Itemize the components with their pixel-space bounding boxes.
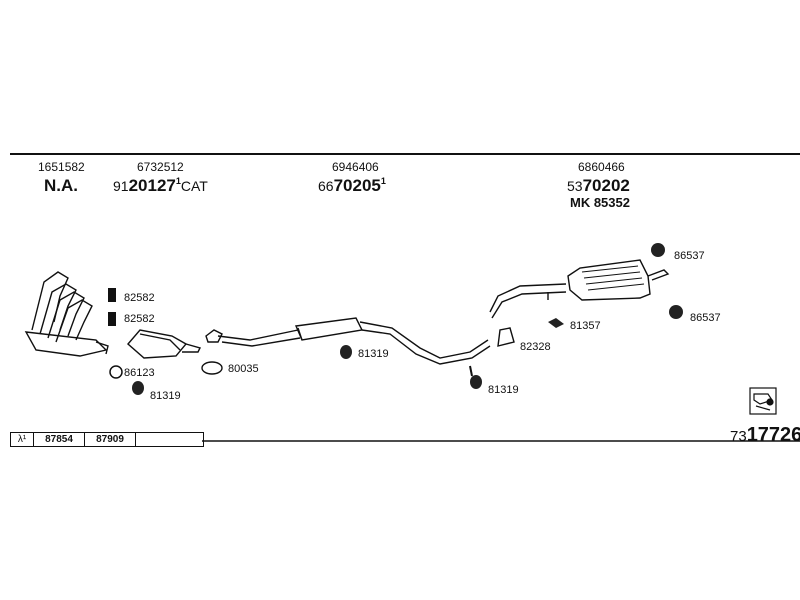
lambda-cell-2: 87909 — [85, 433, 136, 446]
catalytic-converter — [127, 329, 202, 359]
lambda-cell-1: 87854 — [34, 433, 85, 446]
middle-pipe — [205, 329, 301, 347]
hanger-middle-shape — [340, 345, 352, 359]
rubber-bottom-shape — [669, 305, 683, 319]
part-number-1: 1651582 — [38, 160, 85, 174]
part-code-1: N.A. — [44, 176, 78, 195]
hanger-right-shape — [470, 375, 482, 389]
gasket-upper-shape — [108, 288, 116, 302]
callout-hanger-right: 81319 — [488, 384, 519, 396]
clamp-shape — [497, 327, 515, 347]
callout-rubber-bottom: 86537 — [690, 312, 721, 324]
lambda-table: λ¹ 87854 87909 — [10, 432, 204, 447]
flange-gasket-shape — [201, 361, 223, 375]
hanger-left-shape — [132, 381, 144, 395]
callout-ring: 86123 — [124, 367, 155, 379]
part-code-4: 5370202 — [567, 176, 630, 195]
callout-gasket-upper: 82582 — [124, 292, 155, 304]
gasket-lower-shape — [108, 312, 116, 326]
bracket-shape — [548, 318, 564, 328]
lambda-symbol: λ¹ — [11, 433, 34, 446]
lambda-cell-3 — [136, 433, 203, 446]
callout-flange-gasket: 80035 — [228, 363, 259, 375]
callout-hanger-left: 81319 — [150, 390, 181, 402]
part-number-3: 6946406 — [332, 160, 379, 174]
callout-gasket-lower: 82582 — [124, 313, 155, 325]
callout-clamp: 82328 — [520, 341, 551, 353]
rear-pipe — [359, 321, 491, 365]
mounting-kit-label: MK 85352 — [570, 195, 630, 210]
callout-hanger-middle: 81319 — [358, 348, 389, 360]
center-muffler — [294, 317, 364, 341]
part-number-2: 6732512 — [137, 160, 184, 174]
rear-muffler — [567, 259, 670, 301]
callout-bracket: 81357 — [570, 320, 601, 332]
part-code-3: 66702051 — [318, 176, 386, 195]
tail-section — [489, 283, 567, 319]
part-code-2: 91201271CAT — [113, 176, 208, 195]
drawing-number: 7317726 — [730, 424, 800, 446]
technical-drawing-icon — [749, 387, 777, 415]
rubber-top-shape — [651, 243, 665, 257]
exhaust-manifold — [24, 271, 109, 357]
callout-rubber-top: 86537 — [674, 250, 705, 262]
part-number-4: 6860466 — [578, 160, 625, 174]
ring-shape — [109, 365, 123, 379]
